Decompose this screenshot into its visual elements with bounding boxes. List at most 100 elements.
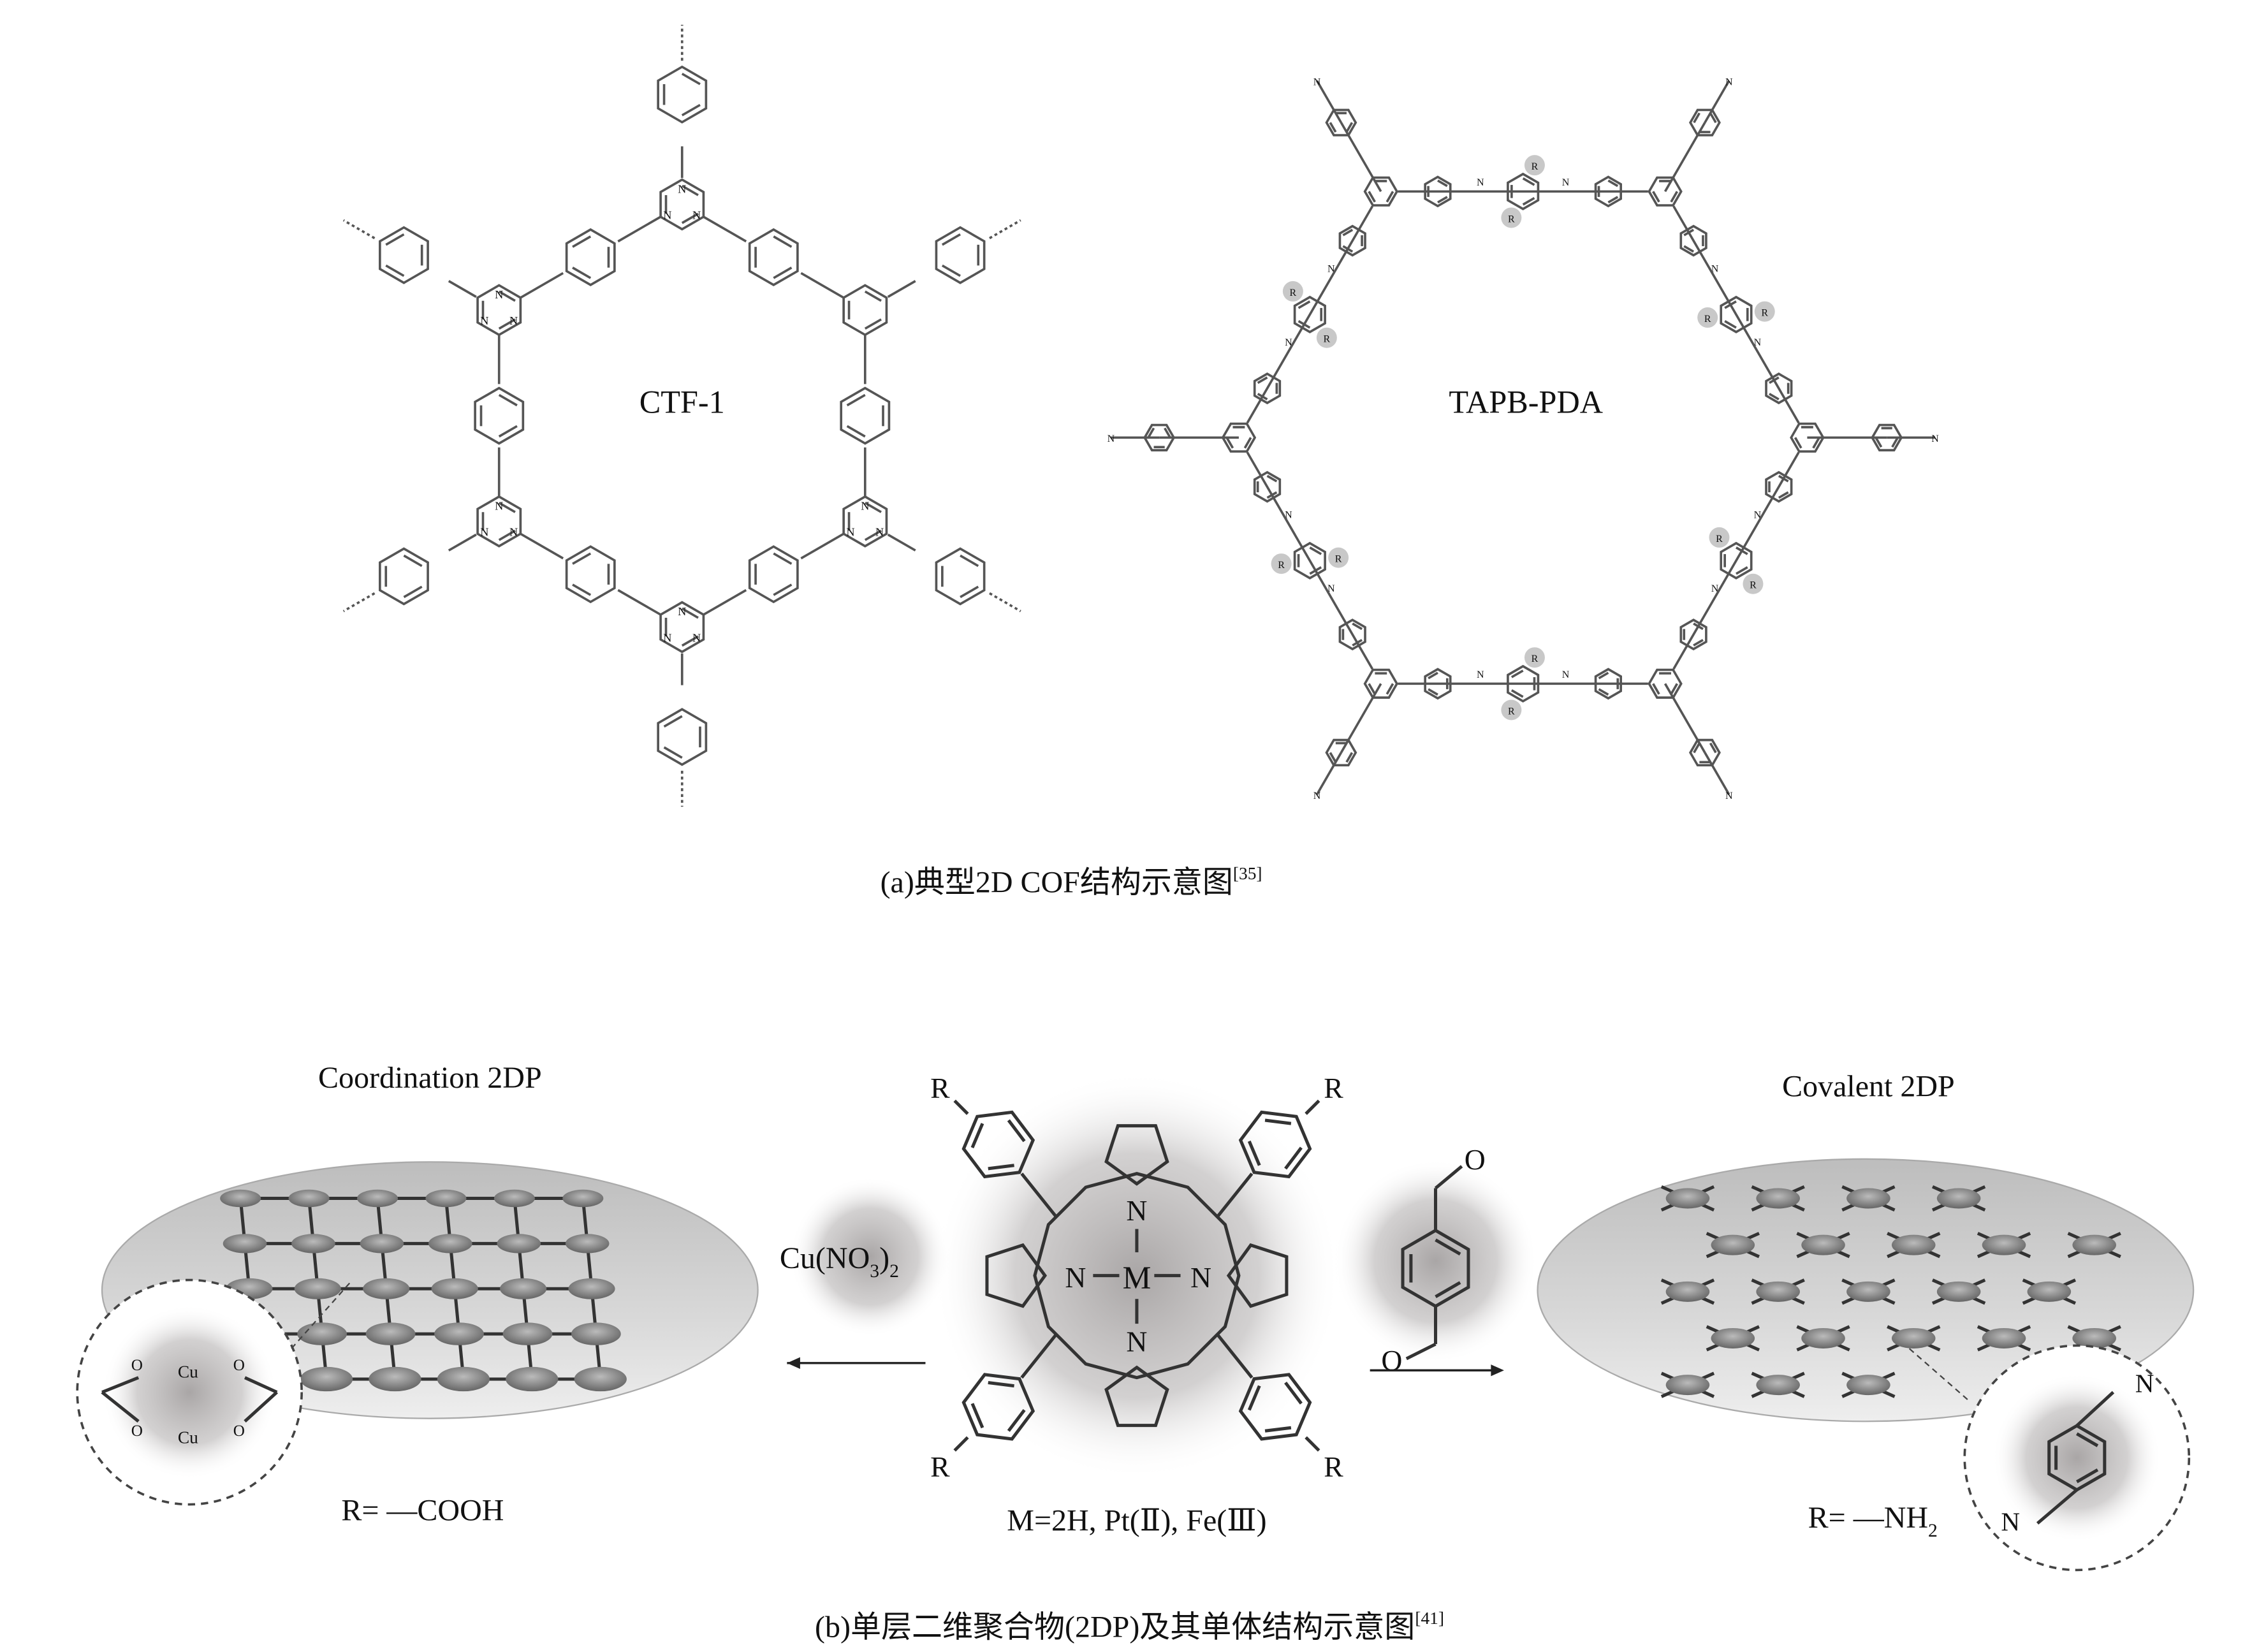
r-group-highlight (1282, 281, 1303, 302)
porphyrin-node (1665, 1375, 1710, 1396)
double-bond (1693, 639, 1704, 647)
porphyrin-node (365, 1322, 416, 1345)
porphyrin-node (1665, 1188, 1710, 1209)
porphyrin-node (1756, 1188, 1800, 1209)
benzene-ring (565, 228, 616, 287)
r-group-label: R (1508, 214, 1515, 224)
benzene-ring (1338, 618, 1366, 651)
benzene-ring (1871, 423, 1903, 451)
r-group-highlight (1501, 207, 1522, 228)
double-bond (1298, 300, 1311, 309)
n-atom-label: N (1313, 791, 1321, 801)
porphyrin-node (425, 1189, 467, 1208)
bond (1305, 1436, 1320, 1452)
double-bond (663, 746, 683, 759)
double-bond (1428, 688, 1438, 696)
r-group-label: R (930, 1072, 950, 1104)
porphyrin-node (562, 1189, 604, 1208)
double-bond (498, 290, 516, 302)
benzene-ring (1363, 176, 1399, 207)
porphyrin-node (571, 1322, 621, 1345)
triazine-ring (476, 284, 522, 337)
bond (1315, 80, 1342, 124)
benzene-ring (1594, 668, 1623, 700)
double-bond (1368, 683, 1376, 695)
double-bond (1724, 320, 1737, 329)
benzene-ring (961, 1373, 1035, 1441)
n-atom-label: N (480, 314, 488, 327)
bond (448, 280, 477, 298)
benzene-ring (1688, 738, 1721, 767)
double-bond (773, 583, 793, 596)
porphyrin-node (300, 1366, 353, 1392)
r-group-label: R (1761, 307, 1768, 318)
r-group-highlight (1271, 553, 1292, 574)
double-bond (681, 212, 699, 224)
covalent-2dp-lattice (1660, 1185, 2121, 1398)
bond (1340, 683, 1382, 754)
bond (1315, 752, 1342, 795)
copper-nitrate-label: Cu(NO3)2 (780, 1241, 899, 1282)
double-bond (970, 1123, 984, 1149)
double-bond (1352, 622, 1363, 631)
bond (2036, 1488, 2078, 1525)
n-atom-label: N (1711, 263, 1719, 274)
triazine-ring (659, 178, 705, 231)
bond (1020, 1173, 1058, 1218)
bond (1020, 1333, 1058, 1379)
double-bond (385, 264, 405, 277)
bond (1672, 205, 1800, 424)
o-atom-label: O (233, 1422, 245, 1440)
bond (887, 533, 916, 552)
double-bond (1385, 683, 1394, 695)
porphyrin-node (1756, 1281, 1800, 1302)
n-atom-label: N (1108, 434, 1115, 444)
n-atom-label: N (1754, 509, 1762, 520)
continuation-bond (989, 592, 1021, 613)
benzene-ring (1253, 471, 1282, 503)
double-bond (846, 425, 866, 438)
bond (1215, 1173, 1254, 1218)
porphyrin-node (1665, 1281, 1710, 1302)
double-bond (572, 267, 592, 279)
porphyrin-node (291, 1234, 335, 1254)
pyrrole-ring (1104, 1124, 1169, 1186)
bond (1704, 80, 1730, 124)
double-bond (1670, 683, 1678, 695)
n-atom-label: N (1065, 1261, 1086, 1294)
bond (1246, 205, 1374, 424)
bond (1663, 122, 1706, 193)
n-atom-label: N (861, 499, 869, 512)
double-bond (864, 529, 882, 541)
r-group-label: R (930, 1451, 950, 1483)
porphyrin-node (568, 1278, 615, 1299)
benzene-ring (748, 228, 799, 287)
reagent-halo (1333, 1159, 1538, 1363)
r-group-highlight (1328, 547, 1349, 568)
porphyrin-node (1891, 1234, 1936, 1255)
porphyrin-node (1846, 1281, 1890, 1302)
porphyrin-node (1801, 1234, 1845, 1255)
double-bond (1709, 742, 1717, 754)
porphyrin-node (369, 1366, 421, 1392)
double-bond (1329, 122, 1337, 133)
benzene-ring (1253, 372, 1282, 405)
r-group-highlight (1709, 527, 1730, 548)
porphyrin-node (357, 1189, 398, 1208)
benzene-ring (1325, 108, 1357, 136)
o-atom-label: O (131, 1357, 143, 1374)
r-group-label: R (1508, 706, 1515, 717)
n-atom-label: N (1327, 583, 1335, 594)
double-bond (1510, 669, 1524, 678)
double-bond (403, 554, 423, 567)
phenylene-ring (1720, 295, 1753, 333)
double-bond (498, 318, 516, 330)
benzene-ring (748, 545, 799, 604)
n-atom-label: N (875, 526, 884, 539)
n-atom-label: N (1725, 791, 1733, 801)
benzene-ring (1338, 224, 1366, 257)
bond (1663, 683, 1706, 754)
double-bond (941, 233, 961, 246)
double-bond (1670, 191, 1678, 203)
porphyrin-node (1711, 1234, 1755, 1255)
